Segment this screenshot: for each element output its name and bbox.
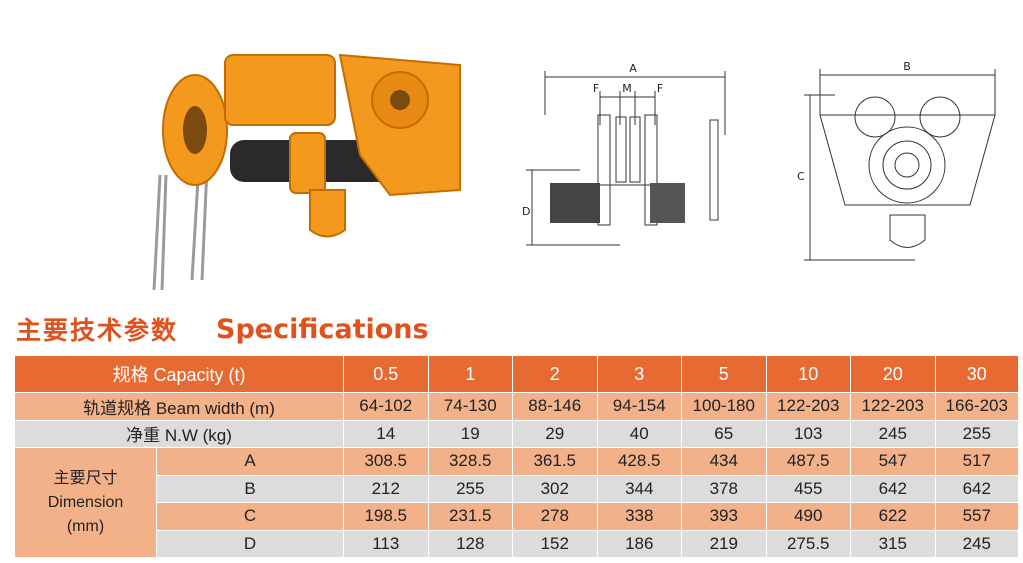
net-weight-cell: 245: [850, 419, 936, 448]
dimension-cell: 308.5: [343, 447, 429, 476]
capacity-cell: 0.5: [343, 355, 429, 393]
dim-label-m: M: [622, 82, 632, 95]
dimension-cell: 219: [681, 529, 767, 558]
dimension-cell: 642: [850, 474, 936, 503]
dimension-b-row: B 212 255 302 344 378 455 642 642: [15, 474, 1019, 503]
dimension-key: C: [156, 502, 344, 531]
dimension-cell: 642: [934, 474, 1019, 503]
net-weight-cell: 65: [681, 419, 767, 448]
dimension-cell: 128: [427, 529, 513, 558]
dim-label-f-right: F: [657, 82, 663, 95]
dimension-cell: 245: [934, 529, 1019, 558]
net-weight-cell: 40: [596, 419, 682, 448]
heading-english: Specifications: [216, 313, 429, 345]
dim-label-d: D: [522, 205, 530, 218]
beam-width-cell: 94-154: [596, 392, 682, 421]
dimension-label-en: Dimension: [47, 493, 124, 511]
dimension-cell: 361.5: [512, 447, 598, 476]
capacity-cell: 30: [934, 355, 1019, 393]
dimension-cell: 255: [427, 474, 513, 503]
dimension-cell: 455: [765, 474, 851, 503]
dim-label-a: A: [629, 62, 637, 75]
section-heading: 主要技术参数 Specifications: [16, 313, 429, 346]
net-weight-row: 净重 N.W (kg) 14 19 29 40 65 103 245 255: [14, 419, 1019, 448]
dimension-label-cn: 主要尺寸: [53, 469, 118, 487]
dimension-key: B: [156, 474, 344, 503]
dimension-cell: 231.5: [427, 502, 513, 531]
dim-label-b: B: [903, 60, 911, 73]
specifications-table: 规格 Capacity (t) 0.5 1 2 3 5 10 20 30 轨道规…: [14, 355, 1019, 558]
dimension-cell: 278: [512, 502, 598, 531]
heading-chinese: 主要技术参数: [16, 316, 179, 345]
beam-width-cell: 64-102: [343, 392, 429, 421]
beam-width-cell: 88-146: [512, 392, 598, 421]
net-weight-cell: 19: [427, 419, 513, 448]
dimension-cell: 557: [934, 502, 1019, 531]
dimension-group-label: 主要尺寸 Dimension (mm): [14, 447, 157, 558]
capacity-cell: 2: [512, 355, 598, 393]
dimension-c-row: C 198.5 231.5 278 338 393 490 622 557: [15, 502, 1019, 531]
capacity-cell: 1: [427, 355, 513, 393]
trolley-product-photo: [152, 53, 461, 291]
dimension-cell: 393: [681, 502, 767, 531]
net-weight-cell: 103: [765, 419, 851, 448]
dimension-key: D: [156, 529, 344, 558]
net-weight-cell: 29: [512, 419, 598, 448]
dimension-cell: 428.5: [596, 447, 682, 476]
dimension-cell: 315: [850, 529, 936, 558]
dimension-cell: 517: [934, 447, 1019, 476]
capacity-cell: 20: [850, 355, 936, 393]
beam-width-cell: 166-203: [934, 392, 1019, 421]
dimension-d-row: D 113 128 152 186 219 275.5 315 245: [15, 529, 1019, 558]
dim-label-f-left: F: [593, 82, 599, 95]
net-weight-cell: 14: [343, 419, 429, 448]
dimension-cell: 622: [850, 502, 936, 531]
capacity-cell: 5: [681, 355, 767, 393]
beam-width-label: 轨道规格 Beam width (m): [14, 392, 344, 421]
dimension-cell: 113: [343, 529, 429, 558]
beam-width-cell: 74-130: [427, 392, 513, 421]
capacity-cell: 3: [596, 355, 682, 393]
dimension-cell: 198.5: [343, 502, 429, 531]
dimension-cell: 338: [596, 502, 682, 531]
capacity-row: 规格 Capacity (t) 0.5 1 2 3 5 10 20 30: [14, 355, 1019, 393]
beam-width-cell: 122-203: [765, 392, 851, 421]
dimension-cell: 275.5: [765, 529, 851, 558]
dimension-cell: 487.5: [765, 447, 851, 476]
dimension-key: A: [156, 447, 344, 476]
dimension-cell: 152: [512, 529, 598, 558]
dimension-cell: 328.5: [427, 447, 513, 476]
dimension-cell: 186: [596, 529, 682, 558]
dimension-cell: 547: [850, 447, 936, 476]
dimension-cell: 490: [765, 502, 851, 531]
beam-width-cell: 122-203: [850, 392, 936, 421]
side-view-diagram: A F M F D: [522, 62, 726, 246]
capacity-cell: 10: [765, 355, 851, 393]
net-weight-cell: 255: [934, 419, 1019, 448]
dimension-a-row: 主要尺寸 Dimension (mm) A 308.5 328.5 361.5 …: [14, 447, 1019, 558]
capacity-label: 规格 Capacity (t): [14, 355, 344, 393]
dimension-cell: 302: [512, 474, 598, 503]
dim-label-c: C: [797, 170, 805, 183]
dimension-cell: 344: [596, 474, 682, 503]
net-weight-label: 净重 N.W (kg): [14, 419, 344, 448]
dimension-label-unit: (mm): [66, 517, 105, 535]
beam-width-cell: 100-180: [681, 392, 767, 421]
dimension-cell: 378: [681, 474, 767, 503]
dimension-cell: 434: [681, 447, 767, 476]
front-view-diagram: B C: [797, 60, 996, 261]
beam-width-row: 轨道规格 Beam width (m) 64-102 74-130 88-146…: [14, 392, 1019, 421]
dimension-cell: 212: [343, 474, 429, 503]
